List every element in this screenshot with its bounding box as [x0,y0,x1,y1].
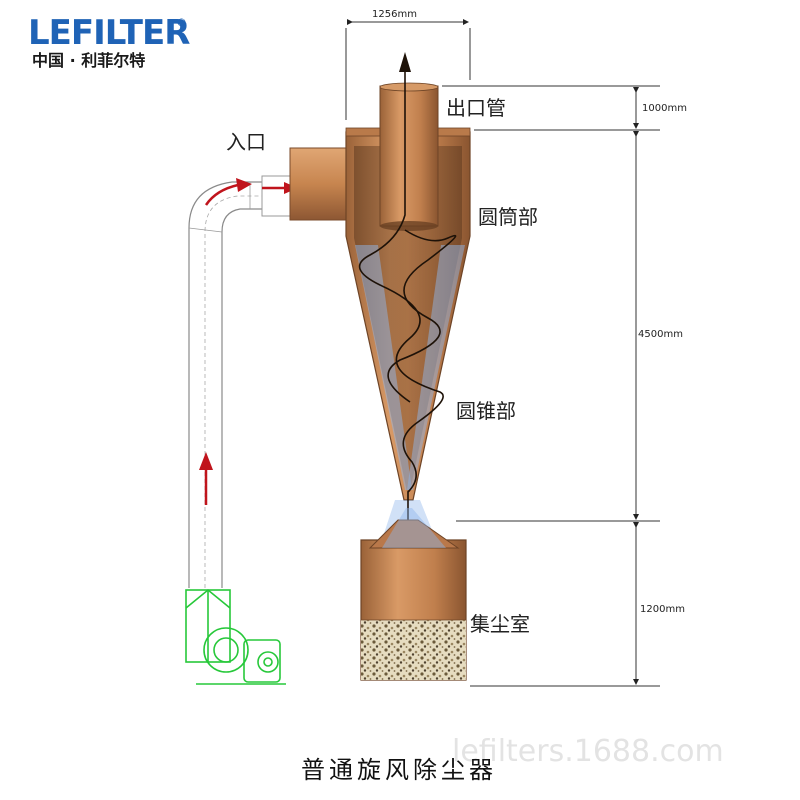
dim-width-label: 1256mm [372,9,417,20]
inlet-stub [289,147,347,221]
dim-chamber-height-label: 1200mm [640,604,685,615]
airflow-arrows [199,178,298,505]
registered-mark: ® [176,16,187,29]
dust-chamber-body [360,508,467,681]
brand-tagline: 中国 · 利菲尔特 [32,51,145,70]
fan-blower [185,588,286,685]
label-outlet-pipe: 出口管 [446,96,506,120]
dim-outlet-height-label: 1000mm [642,103,687,114]
watermark: lefilters.1688.com [452,734,724,769]
brand-name: LEFILTER [28,13,190,53]
dim-body-height-label: 4500mm [638,329,683,340]
label-cone-section: 圆锥部 [456,399,516,423]
label-cylinder-section: 圆筒部 [478,205,538,229]
outlet-arrow [399,52,411,72]
spiral-flow [358,70,457,560]
dimension-lines [345,19,660,687]
diagram-caption: 普通旋风除尘器 [301,756,497,784]
label-inlet: 入口 [226,130,266,154]
label-dust-chamber: 集尘室 [470,612,530,636]
inlet-duct [188,175,291,588]
brand-logo: LEFILTER ® 中国 · 利菲尔特 [28,13,191,70]
outlet-pipe [379,82,439,231]
